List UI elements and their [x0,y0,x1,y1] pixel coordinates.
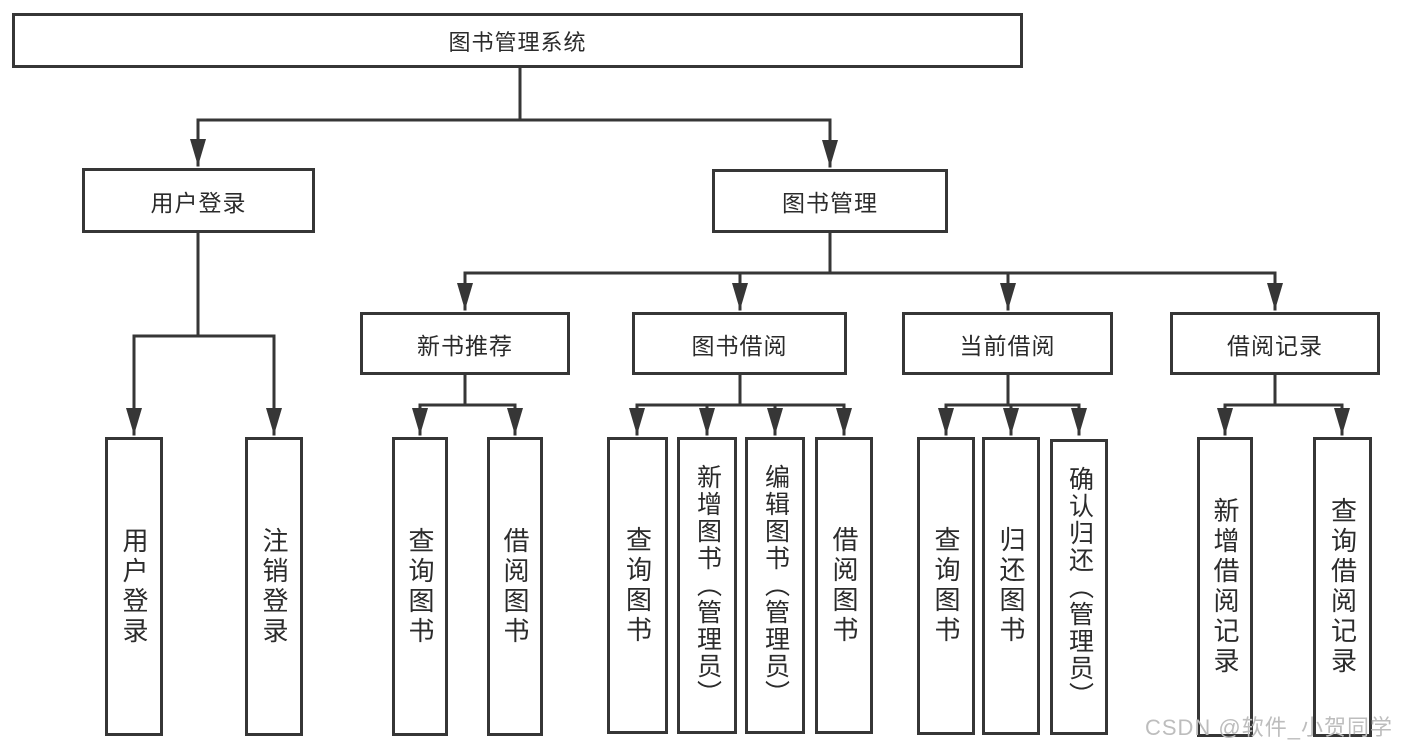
connectors-book-mgmt-children [457,231,1283,311]
node-label: 查询图书 [405,526,435,647]
connectors-borrow-children [629,373,852,436]
node-label: 图书借阅 [691,332,788,359]
node-label: 当前借阅 [959,332,1056,359]
node-label: 新书推荐 [417,332,513,359]
node-label: 归还图书 [996,526,1026,646]
node-borrow-query-book: 查询图书 [607,437,668,734]
node-label: 查询图书 [931,526,961,646]
node-book-borrow: 图书借阅 [632,312,847,375]
node-label: 新增借阅记录 [1210,497,1240,677]
node-borrow-borrow-book: 借阅图书 [815,437,873,734]
node-borrow-records: 借阅记录 [1170,312,1380,375]
connectors-root-children [190,66,838,168]
node-rec-borrow-book: 借阅图书 [487,437,543,736]
node-label: 图书管理系统 [448,29,587,55]
node-label: 确认归还（管理员） [1065,465,1094,709]
node-label: 用户登录 [119,526,149,647]
node-label: 图书管理 [782,190,878,216]
node-new-book-recommend: 新书推荐 [360,312,570,375]
node-label: 注销登录 [259,526,289,647]
node-label: 用户登录 [150,189,247,216]
node-user-login: 用户登录 [82,168,315,233]
connectors-current-children [938,373,1087,436]
node-label: 编辑图书（管理员） [761,464,790,707]
node-label: 新增图书（管理员） [693,464,722,707]
node-rec-query-book: 查询图书 [392,437,448,736]
node-label: 借阅记录 [1227,332,1323,359]
node-label: 借阅图书 [500,526,530,647]
node-borrow-edit-book-admin: 编辑图书（管理员） [745,437,805,734]
node-current-query-book: 查询图书 [917,437,975,735]
node-borrow-add-book-admin: 新增图书（管理员） [677,437,737,734]
connectors-records-children [1217,373,1350,436]
node-records-add-record: 新增借阅记录 [1197,437,1253,737]
node-book-management: 图书管理 [712,169,948,233]
node-label: 借阅图书 [829,525,859,646]
node-current-return-book: 归还图书 [982,437,1040,735]
node-system-root: 图书管理系统 [12,13,1023,68]
node-logout: 注销登录 [245,437,303,736]
node-label: 查询借阅记录 [1327,497,1358,677]
node-label: 查询图书 [622,525,653,646]
connectors-rec-children [412,373,523,436]
connectors-user-login-children [126,231,282,436]
node-current-borrow: 当前借阅 [902,312,1113,375]
node-current-confirm-return-admin: 确认归还（管理员） [1050,439,1108,735]
node-login: 用户登录 [105,437,163,736]
node-records-query-record: 查询借阅记录 [1313,437,1372,737]
